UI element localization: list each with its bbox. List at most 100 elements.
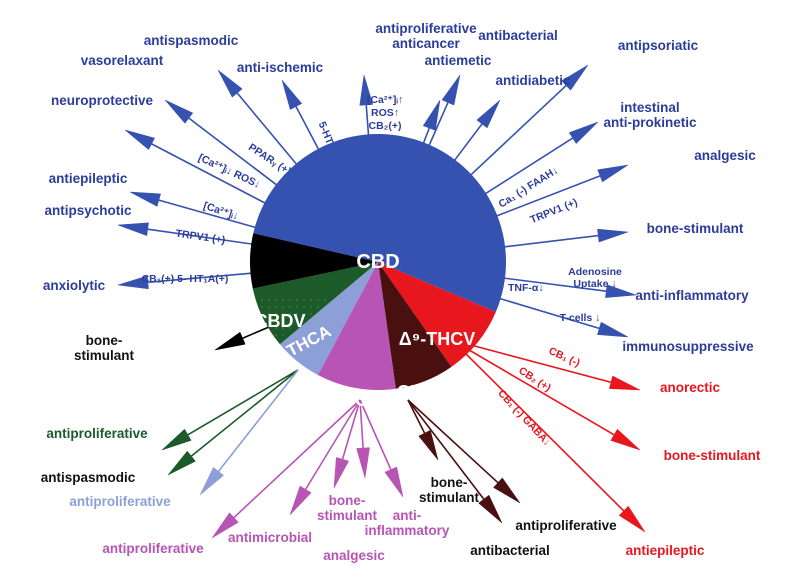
thca-antiproliferative-label-line: antiproliferative: [69, 494, 171, 509]
cbc-anti-inflammatory-arrow: [359, 399, 404, 498]
sector-label-cbg: CBG: [397, 382, 437, 402]
cbd-immunosuppressive-label-line: immunosuppressive: [622, 339, 754, 354]
thcv-antiepileptic-label-line: antiepileptic: [626, 543, 705, 558]
cbd-antiproliferative-anticancer-label-line: anticancer: [392, 36, 460, 51]
cbg-bone-stimulant-label-line: stimulant: [419, 490, 480, 505]
cbd-antispasmodic-mechanism: PPARᵧ (+): [246, 141, 293, 177]
cbc-bone-stimulant-label-line: stimulant: [317, 508, 378, 523]
cbd-analgesic-arrow: [493, 164, 629, 218]
cbd-analgesic-label: analgesic: [694, 148, 756, 163]
thca-texture: [261, 299, 326, 336]
cbg-antiproliferative-label: antiproliferative: [515, 518, 617, 533]
cbd-anti-ischemic-label: anti-ischemic: [237, 60, 324, 75]
thca-antispasmodic-arrow: [167, 369, 299, 476]
cbd-antiepileptic-arrow: [129, 191, 259, 230]
mechanism-text-line: ROS↑: [371, 107, 399, 119]
mechanism-text-line: CB₂(+): [369, 120, 402, 132]
cbd-anti-ischemic-arrow: [281, 79, 321, 153]
thcv-bone-stimulant-label-line: bone-stimulant: [664, 448, 761, 463]
mechanism-text-line: Adenosine: [568, 266, 622, 278]
thcv-antiepileptic-mechanism: CB₁ (-) GABA↓: [495, 388, 553, 449]
cbg-antiproliferative-arrow: [407, 399, 521, 504]
cbdv-bone-stimulant-label-line: bone-: [86, 333, 123, 348]
cbd-antipsoriatic-label-line: antipsoriatic: [618, 38, 699, 53]
thcv-anorectic-label: anorectic: [660, 380, 721, 395]
cbd-antidiabetic-label: antidiabetic: [495, 73, 571, 88]
mechanism-text: TRPV1 (+): [175, 228, 226, 247]
cbdv-bone-stimulant-label-line: stimulant: [74, 348, 135, 363]
cbd-antiproliferative-anticancer-label-line: antiproliferative: [375, 21, 477, 36]
mechanism-text-line: CB₁ (-) GABA↓: [495, 388, 553, 449]
thcv-anorectic-arrow: [451, 339, 641, 391]
cbd-antidiabetic-label-line: antidiabetic: [495, 73, 571, 88]
cbd-antidiabetic-arrow: [451, 99, 501, 164]
cbd-antibacterial-arrow: [427, 74, 461, 149]
cbd-antipsychotic-label: antipsychotic: [44, 203, 132, 218]
cbd-antibacterial-label-line: antibacterial: [478, 28, 558, 43]
cbd-sector: [253, 133, 506, 313]
cbd-immunosuppressive-label: immunosuppressive: [622, 339, 754, 354]
mechanism-text: TNF-α↓: [508, 282, 544, 294]
cbd-vasorelaxant-label-line: vasorelaxant: [81, 53, 164, 68]
mechanism-text-line: T-cells ↓: [560, 312, 601, 324]
mechanism-text-line: [Ca²⁺]ᵢ↑: [367, 94, 403, 106]
cbc-analgesic-label-line: analgesic: [323, 548, 385, 563]
cbd-bone-stimulant-arrow: [501, 228, 629, 249]
cbd-antipsoriatic-arrow: [467, 64, 589, 178]
cbc-analgesic-arrow: [333, 399, 361, 489]
cbd-immunosuppressive-mechanism: T-cells ↓: [560, 312, 601, 324]
mechanism-text: [Ca²⁺]ᵢ↓: [202, 200, 240, 223]
cbc-bone-stimulant-arrow: [356, 399, 370, 479]
cbc-antimicrobial-arrow: [289, 399, 361, 516]
sector-label-thcv: Δ⁹-THCV: [399, 329, 475, 349]
thcv-anorectic-label-line: anorectic: [660, 380, 721, 395]
cbd-antipsoriatic-label: antipsoriatic: [618, 38, 699, 53]
cbc-anti-inflammatory-label-line: inflammatory: [365, 523, 450, 538]
cbc-antiproliferative-label: antiproliferative: [102, 541, 204, 556]
cbd-antiepileptic-mechanism: [Ca²⁺]ᵢ↓: [202, 200, 240, 223]
cbd-antispasmodic-arrow: [217, 69, 300, 168]
cbd-anti-inflammatory-arrow: [500, 276, 637, 298]
cbg-sector: [378, 262, 452, 389]
cbc-antimicrobial-label: antimicrobial: [228, 530, 312, 545]
cbd-anti-inflammatory-label-line: anti-inflammatory: [635, 288, 749, 303]
mechanism-text-line: TRPV1 (+): [175, 228, 226, 247]
mechanism-text: T-cells ↓: [560, 312, 601, 324]
cbc-anti-inflammatory-label: anti-inflammatory: [365, 508, 450, 538]
cbd-anti-ischemic-label-line: anti-ischemic: [237, 60, 324, 75]
thca-antispasmodic-label-line: antispasmodic: [41, 470, 136, 485]
thcv-antiepileptic-label: antiepileptic: [626, 543, 705, 558]
cbdv-sector: [250, 233, 378, 289]
cbd-antiproliferative-anticancer-arrow: [359, 74, 374, 139]
cbd-intestinal-anti-prokinetic-label-line: intestinal: [620, 100, 679, 115]
thca-antiproliferative-label: antiproliferative: [69, 494, 171, 509]
cbd-immunosuppressive-arrow: [496, 296, 629, 338]
thcv-bone-stimulant-mechanism: CB₂ (+): [516, 365, 553, 395]
cbdv-bone-stimulant-label: bone-stimulant: [74, 333, 135, 363]
cbd-antiepileptic-label: antiepileptic: [49, 171, 128, 186]
cbg-antibacterial-label-line: antibacterial: [470, 543, 550, 558]
cbd-anxiolytic-arrow: [117, 272, 255, 290]
cbd-antipsychotic-mechanism: TRPV1 (+): [175, 228, 226, 247]
thca-antiproliferative-arrow: [199, 369, 299, 496]
cbd-antiemetic-label-line: antiemetic: [425, 53, 492, 68]
cbd-anti-inflammatory-label: anti-inflammatory: [635, 288, 749, 303]
thca-antiproliferative-label: antiproliferative: [46, 426, 148, 441]
cbd-vasorelaxant-arrow: [164, 99, 280, 188]
cbd-neuroprotective-label: neuroprotective: [51, 93, 154, 108]
cbg-antibacterial-arrow: [407, 399, 503, 524]
cbd-intestinal-anti-prokinetic-label-line: anti-prokinetic: [603, 115, 697, 130]
cbd-antipsychotic-arrow: [117, 222, 256, 246]
cbd-anxiolytic-mechanism: CB₁(+) 5- HT₁A(+): [142, 273, 229, 285]
cbd-vasorelaxant-label: vasorelaxant: [81, 53, 164, 68]
thca-sector: [252, 262, 378, 345]
cbc-analgesic-label: analgesic: [323, 548, 385, 563]
cbg-antibacterial-label: antibacterial: [470, 543, 550, 558]
mechanism-text-line: CB₂ (+): [516, 365, 553, 395]
